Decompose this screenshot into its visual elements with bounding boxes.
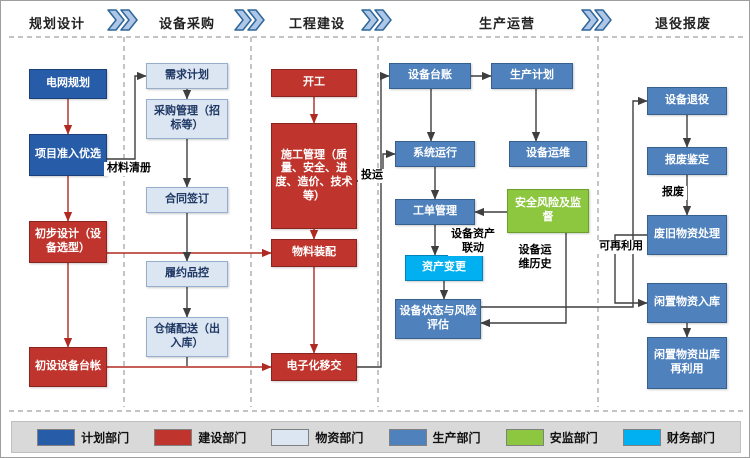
- phase-title-procurement: 设备采购: [159, 16, 216, 31]
- legend-item-finance: 财务部门: [622, 428, 715, 446]
- phase-title-construction: 工程建设: [289, 16, 346, 31]
- node-preliminary-design: 初步设计（设备选型）: [29, 221, 107, 263]
- legend-label-material: 物资部门: [315, 430, 364, 445]
- phase-title-operation: 生产运营: [479, 16, 536, 31]
- legend-label-production: 生产部门: [432, 430, 481, 445]
- node-decommission: 设备退役: [647, 87, 727, 115]
- phase-chevron-icon: [581, 9, 612, 31]
- node-material-assembly: 物料装配: [271, 239, 357, 267]
- node-contract: 合同签订: [146, 187, 228, 213]
- flow-arrow: [614, 234, 648, 308]
- edge-label-asset-linkage: 设备资产联动: [448, 228, 498, 256]
- node-system-operation: 系统运行: [395, 141, 475, 167]
- node-idle-storage: 闲置物资入库: [647, 283, 727, 323]
- node-project-access: 项目准入优选: [29, 134, 107, 176]
- node-production-plan: 生产计划: [491, 63, 573, 89]
- node-warehouse: 仓储配送（出入库）: [146, 317, 228, 357]
- flow-arrow: [107, 71, 147, 160]
- flow-arrow: [357, 71, 390, 368]
- node-condition-assessment: 设备状态与风险评估: [395, 299, 481, 339]
- edge-label-commissioning: 投运: [358, 169, 386, 183]
- legend-label-finance: 财务部门: [666, 430, 715, 445]
- edge-label-material-list: 材料清册: [104, 162, 154, 176]
- node-construction-start: 开工: [271, 69, 357, 97]
- node-electronic-handover: 电子化移交: [271, 353, 357, 381]
- node-procurement: 采购管理（招标等）: [146, 99, 228, 139]
- edge-label-om-history: 设备运维历史: [514, 244, 556, 272]
- legend-swatch-build: [154, 428, 193, 446]
- legend-item-build: 建设部门: [154, 428, 247, 446]
- node-equipment-om: 设备运维: [509, 141, 587, 167]
- legend-swatch-material: [271, 428, 310, 446]
- legend-swatch-safety: [505, 428, 544, 446]
- node-demand-plan: 需求计划: [146, 63, 228, 89]
- node-grid-planning: 电网规划: [29, 69, 107, 99]
- edge-label-scrap: 报废: [659, 186, 687, 200]
- legend-bar: 计划部门 建设部门 物资部门 生产部门 安监部门 财务部门: [11, 421, 741, 453]
- legend-label-build: 建设部门: [198, 430, 247, 445]
- node-scrap-appraisal: 报废鉴定: [647, 147, 727, 175]
- legend-item-plan: 计划部门: [37, 428, 130, 446]
- legend-item-production: 生产部门: [388, 428, 481, 446]
- legend-swatch-production: [388, 428, 427, 446]
- legend-item-safety: 安监部门: [505, 428, 598, 446]
- node-idle-reuse: 闲置物资出库再利用: [647, 337, 727, 389]
- legend-swatch-finance: [622, 428, 661, 446]
- phase-title-planning: 规划设计: [29, 16, 86, 31]
- node-safety-risk: 安全风险及监督: [507, 189, 589, 233]
- flow-arrow: [481, 96, 648, 308]
- phase-title-decommission: 退役报废: [655, 16, 712, 31]
- node-equipment-ledger: 设备台账: [389, 63, 471, 89]
- node-initial-ledger: 初设设备台帐: [29, 347, 107, 387]
- edge-label-reusable: 可再利用: [597, 240, 645, 254]
- phase-chevron-icon: [234, 9, 265, 31]
- flow-arrow: [480, 233, 567, 328]
- phase-chevron-icon: [107, 9, 138, 31]
- legend-item-material: 物资部门: [271, 428, 364, 446]
- node-work-order: 工单管理: [395, 199, 475, 225]
- phase-chevron-icon: [361, 9, 392, 31]
- legend-label-safety: 安监部门: [549, 430, 598, 445]
- legend-label-plan: 计划部门: [81, 430, 130, 445]
- node-quality-control: 履约品控: [146, 261, 228, 287]
- legend-swatch-plan: [37, 428, 76, 446]
- node-waste-disposal: 废旧物资处理: [647, 215, 727, 255]
- node-asset-change: 资产变更: [405, 255, 483, 281]
- node-construction-mgmt: 施工管理（质量、安全、进度、造价、技术等）: [271, 123, 357, 229]
